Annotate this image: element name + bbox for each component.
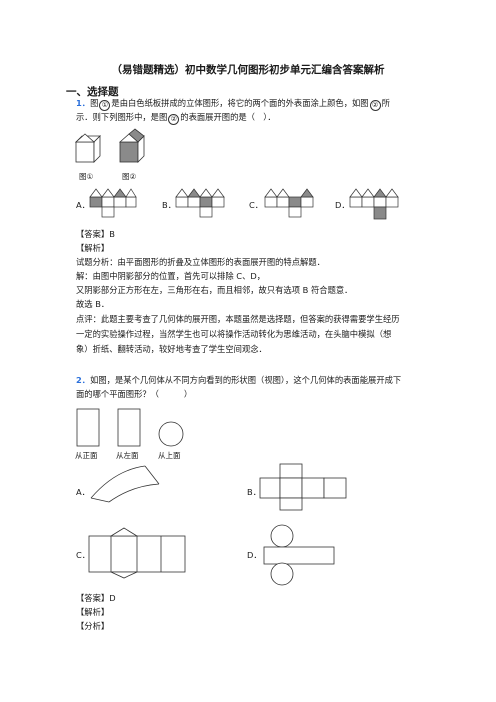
q2-answer: 【答案】D [76,593,116,603]
q1-answer: 【答案】B [76,229,115,239]
q2-view-front [76,408,100,447]
q2-option-a-net [90,465,160,503]
q1-analysis-head: 【解析】 [76,243,110,253]
q1-option-b-net [175,188,225,218]
q2-option-c-label: C． [76,550,91,560]
q2-view-top [158,421,184,447]
q1-option-d-label: D． [335,200,350,210]
q2-option-d-net [263,524,335,586]
q1-analysis-line: 故选 B． [76,299,110,309]
q2-option-b-net [259,463,347,511]
q1-analysis-line: 解：由图中阴影部分的位置，首先可以排除 C、D， [76,271,266,281]
q2-option-d-label: D． [247,550,262,560]
q2-view-left [117,408,141,447]
q1-analysis-line: 试题分析：由平面图形的折叠及立体图形的表面展开图的特点解题． [76,257,325,267]
q1-option-c-label: C． [249,200,264,210]
q2-option-c-net [88,527,186,579]
q1-number: 1． [76,98,91,108]
document-title: （易错题精选）初中数学几何图形初步单元汇编含答案解析 [111,64,385,76]
q2-number: 2． [76,375,91,385]
q2-option-a-label: A． [76,487,90,497]
q1-analysis-line: 点评：此题主要考查了几何体的展开图，本题虽然是选择题，但答案的获得需要学生经历 [76,314,400,324]
q1-analysis-line: 象）折纸、翻转活动，较好地考查了学生空间观念． [76,344,267,354]
q1-option-c-net [264,188,314,218]
q1-figure-1 [74,133,101,163]
section-heading: 一、选择题 [66,86,119,98]
q1-option-b-label: B． [162,200,176,210]
q1-option-d-net [349,188,399,220]
q2-analysis-head: 【解析】 [76,607,110,617]
q2-view-left-label: 从左面 [116,451,139,460]
circle-1-mark: ① [99,100,111,111]
q1-analysis-line: 又阴影部分正方形在左，三角形在右，而且相邻，故只有选项 B 符合题意． [76,285,353,295]
q2-stem-line1: 2．如图，是某个几何体从不同方向看到的形状图（视图），这个几何体的表面能展开成下 [76,375,402,385]
q2-view-front-label: 从正面 [75,451,98,460]
q2-analysis-sub: 【分析】 [76,621,110,631]
q2-option-b-label: B． [247,487,261,497]
q2-stem-line2: 面的哪个平面图形？（ ） [76,389,193,399]
q1-figure-2-label: 图② [122,172,137,181]
q1-option-a-net [89,188,137,218]
q1-figure-2 [118,128,145,163]
q2-view-top-label: 从上面 [158,451,181,460]
circle-2-mark: ② [369,100,381,111]
q1-figure-1-label: 图① [79,172,94,181]
q1-analysis-line: 一定的实验操作过程，当然学生也可以将操作活动转化为思维活动，在头脑中模拟（想 [76,329,392,339]
q1-option-a-label: A． [76,200,90,210]
circle-2-mark-b: ② [168,114,180,125]
